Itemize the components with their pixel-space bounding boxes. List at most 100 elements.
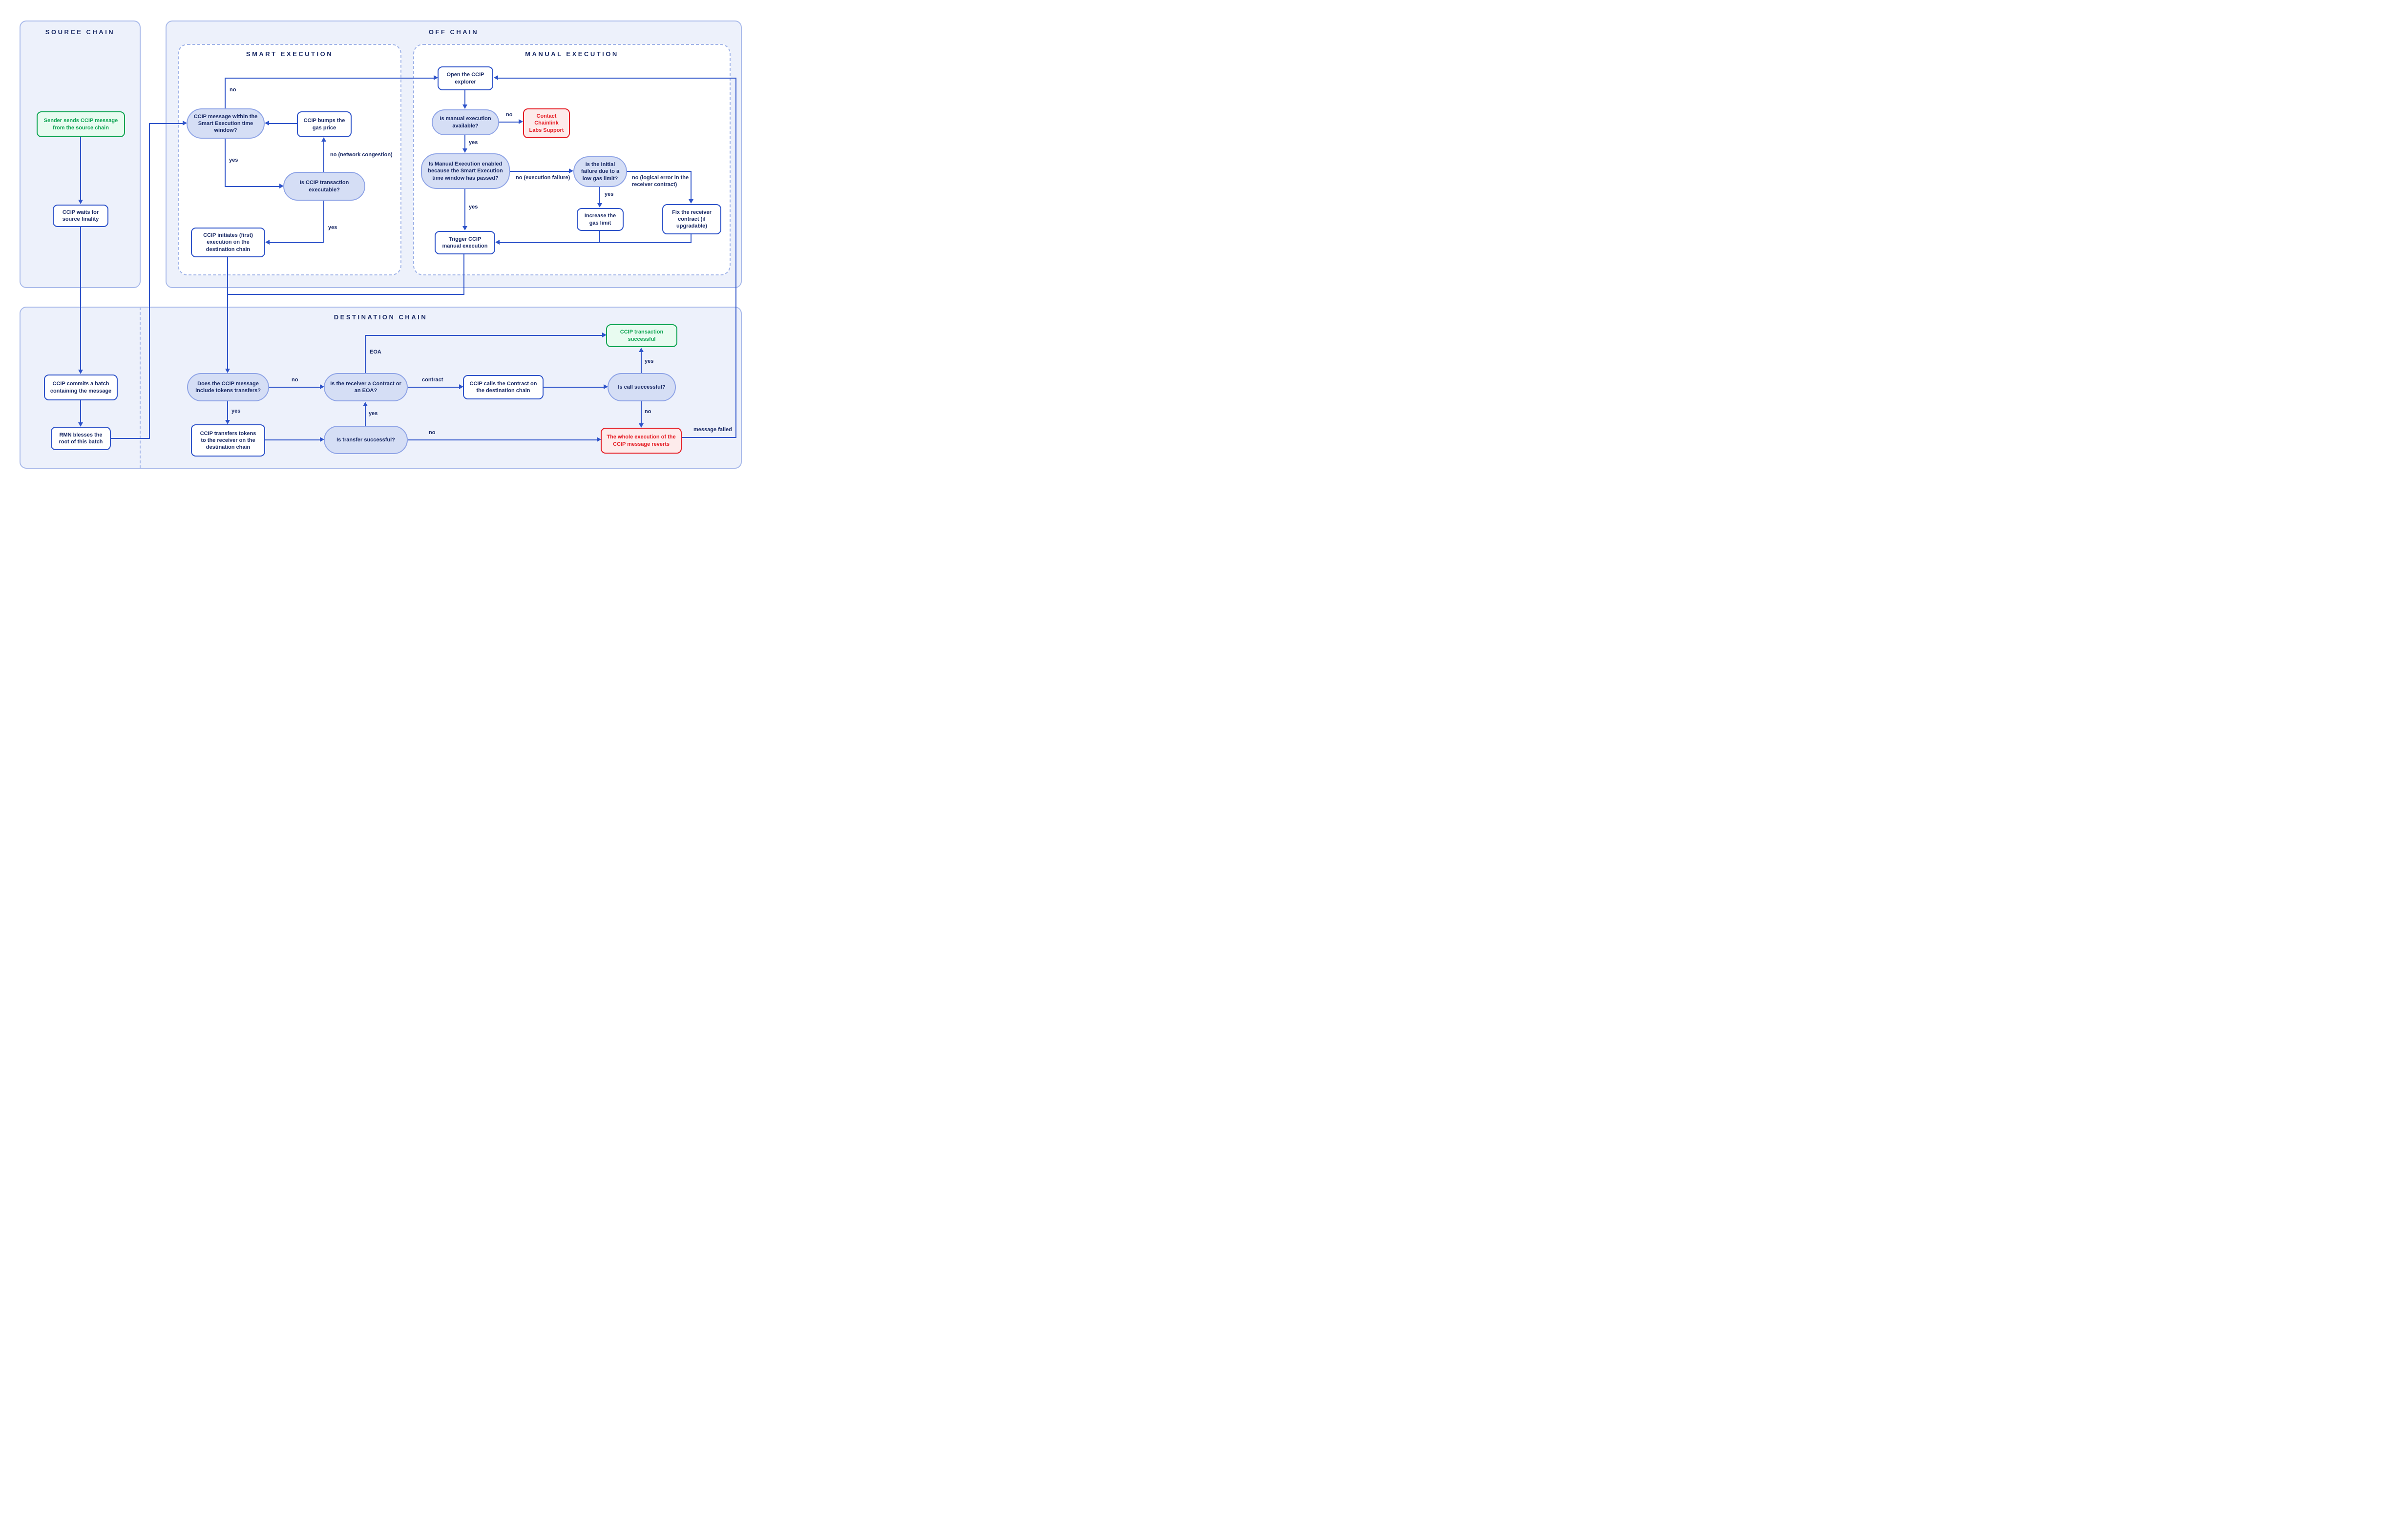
edge-rmn-up bbox=[149, 123, 150, 438]
edge-bumps-window-arrow bbox=[265, 121, 269, 125]
edge-sender-waits bbox=[80, 137, 81, 200]
node-rmn-blesses: RMN blesses the root of this batch bbox=[51, 427, 111, 450]
edge-initiates-tokens bbox=[227, 257, 228, 369]
edge-enabled-no-lowgas-arrow bbox=[569, 168, 573, 173]
node-open-explorer: Open the CCIP explorer bbox=[438, 66, 493, 90]
edge-bumps-window bbox=[269, 123, 297, 124]
edge-yes-initiates bbox=[270, 242, 323, 243]
label-no-tokens: no bbox=[292, 377, 298, 383]
label-no-logical-error: no (logical error in the receiver contra… bbox=[632, 175, 689, 188]
edge-reverts-right bbox=[682, 437, 736, 438]
node-reverts: The whole execution of the CCIP message … bbox=[601, 428, 682, 454]
node-tx-successful: CCIP transaction successful bbox=[606, 324, 677, 347]
node-bumps-gas: CCIP bumps the gas price bbox=[297, 111, 352, 137]
edge-executable-no-bumps-arrow bbox=[321, 137, 326, 142]
label-yes-low-gas: yes bbox=[605, 191, 614, 197]
edge-window-no-up bbox=[225, 78, 226, 108]
decision-manual-enabled: Is Manual Execution enabled because the … bbox=[421, 153, 510, 189]
edge-executable-no-bumps bbox=[323, 142, 324, 172]
node-waits-finality: CCIP waits for source finality bbox=[53, 205, 108, 227]
label-yes-transfer: yes bbox=[369, 411, 378, 416]
label-message-failed: message failed bbox=[693, 427, 732, 433]
destination-left-divider bbox=[140, 307, 141, 468]
edge-trigger-down bbox=[463, 254, 464, 294]
smart-execution-title: SMART EXECUTION bbox=[246, 50, 334, 58]
ccip-flowchart: SOURCE CHAIN OFF CHAIN SMART EXECUTION M… bbox=[0, 0, 750, 483]
edge-call-no-down-arrow bbox=[639, 423, 644, 428]
edge-rmn-window bbox=[149, 123, 183, 124]
node-transfers-tokens: CCIP transfers tokens to the receiver on… bbox=[191, 424, 265, 457]
edge-receiver-contract-calls-arrow bbox=[459, 384, 463, 389]
edge-call-yes-up-arrow bbox=[639, 348, 644, 352]
edge-commits-rmn bbox=[80, 400, 81, 422]
edge-rmn-window-arrow bbox=[183, 121, 187, 125]
edge-loop-explorer-arrow bbox=[494, 75, 498, 80]
label-yes-tokens: yes bbox=[231, 408, 241, 414]
decision-manual-available: Is manual execution available? bbox=[432, 109, 499, 135]
edge-yes-executable-arrow bbox=[279, 184, 284, 188]
edge-fix-join bbox=[691, 234, 692, 243]
source-chain-title: SOURCE CHAIN bbox=[45, 28, 115, 36]
label-yes-manual: yes bbox=[469, 140, 478, 146]
edge-transfer-no-reverts bbox=[408, 439, 597, 440]
edge-transfer-no-reverts-arrow bbox=[597, 437, 601, 442]
edge-executable-yes-down bbox=[323, 201, 324, 243]
edge-transfer-yes-up bbox=[365, 406, 366, 426]
node-calls-contract: CCIP calls the Contract on the destinati… bbox=[463, 375, 544, 399]
label-yes-call: yes bbox=[645, 358, 654, 364]
edge-tokens-yes-transfers-arrow bbox=[225, 420, 230, 424]
manual-execution-title: MANUAL EXECUTION bbox=[525, 50, 619, 58]
edge-enabled-no-lowgas bbox=[510, 171, 569, 172]
edge-junction bbox=[227, 294, 464, 295]
decision-transfer-successful: Is transfer successful? bbox=[324, 426, 408, 454]
label-no-congestion: no (network congestion) bbox=[330, 152, 393, 158]
label-yes-enabled: yes bbox=[469, 204, 478, 210]
edge-enabled-yes-trigger bbox=[464, 189, 465, 226]
decision-include-tokens: Does the CCIP message include tokens tra… bbox=[187, 373, 269, 401]
edge-yes-executable bbox=[225, 186, 279, 187]
label-no-transfer: no bbox=[429, 430, 436, 436]
edge-eoa-txsuccess-arrow bbox=[602, 333, 607, 337]
edge-right-loop-up bbox=[735, 78, 736, 437]
edge-window-no-explorer bbox=[225, 78, 434, 79]
decision-low-gas-limit: Is the initial failure due to a low gas … bbox=[573, 156, 627, 187]
label-no-manual: no bbox=[506, 112, 513, 118]
edge-lowgas-yes-increase-arrow bbox=[597, 203, 602, 208]
edge-sender-waits-arrow bbox=[78, 200, 83, 204]
edge-call-yes-up bbox=[641, 352, 642, 373]
node-initiates-execution: CCIP initiates (first) execution on the … bbox=[191, 228, 265, 257]
label-yes-executable: yes bbox=[328, 225, 337, 230]
edge-rmn-right bbox=[111, 438, 150, 439]
edge-manual-no-contact-arrow bbox=[519, 119, 523, 124]
decision-call-successful: Is call successful? bbox=[608, 373, 676, 401]
label-eoa: EOA bbox=[370, 349, 381, 355]
edge-waits-commits-arrow bbox=[78, 370, 83, 374]
edge-transfers-transfersuccess-arrow bbox=[320, 437, 324, 442]
edge-calls-callsuccess bbox=[544, 387, 604, 388]
node-trigger-manual: Trigger CCIP manual execution bbox=[435, 231, 495, 254]
edge-lowgas-no-right bbox=[627, 171, 692, 172]
edge-explorer-manual-arrow bbox=[462, 104, 467, 109]
label-no-exec-failure: no (execution failure) bbox=[516, 175, 570, 181]
edge-call-no-down bbox=[641, 401, 642, 423]
edge-initiates-tokens-arrow bbox=[225, 369, 230, 373]
edge-eoa-txsuccess bbox=[365, 335, 602, 336]
edge-loop-explorer bbox=[498, 78, 736, 79]
edge-manual-no-contact bbox=[499, 122, 519, 123]
edge-manual-yes-enabled bbox=[464, 135, 465, 148]
edge-transfers-transfersuccess bbox=[265, 439, 320, 440]
node-contact-support: Contact Chainlink Labs Support bbox=[523, 108, 570, 138]
node-increase-gas: Increase the gas limit bbox=[577, 208, 624, 231]
edge-tokens-yes-transfers bbox=[227, 401, 228, 420]
node-fix-receiver: Fix the receiver contract (if upgradable… bbox=[662, 204, 721, 234]
edge-explorer-manual bbox=[464, 90, 465, 104]
edge-lowgas-yes-increase bbox=[599, 187, 600, 203]
edge-transfer-yes-up-arrow bbox=[363, 402, 368, 406]
label-no-call: no bbox=[645, 409, 651, 415]
edge-tokens-no-receiver bbox=[269, 387, 320, 388]
label-yes-window: yes bbox=[229, 157, 238, 163]
edge-tokens-no-receiver-arrow bbox=[320, 384, 324, 389]
edge-waits-commits bbox=[80, 227, 81, 370]
decision-within-window: CCIP message within the Smart Execution … bbox=[187, 108, 265, 139]
label-contract: contract bbox=[422, 377, 443, 383]
